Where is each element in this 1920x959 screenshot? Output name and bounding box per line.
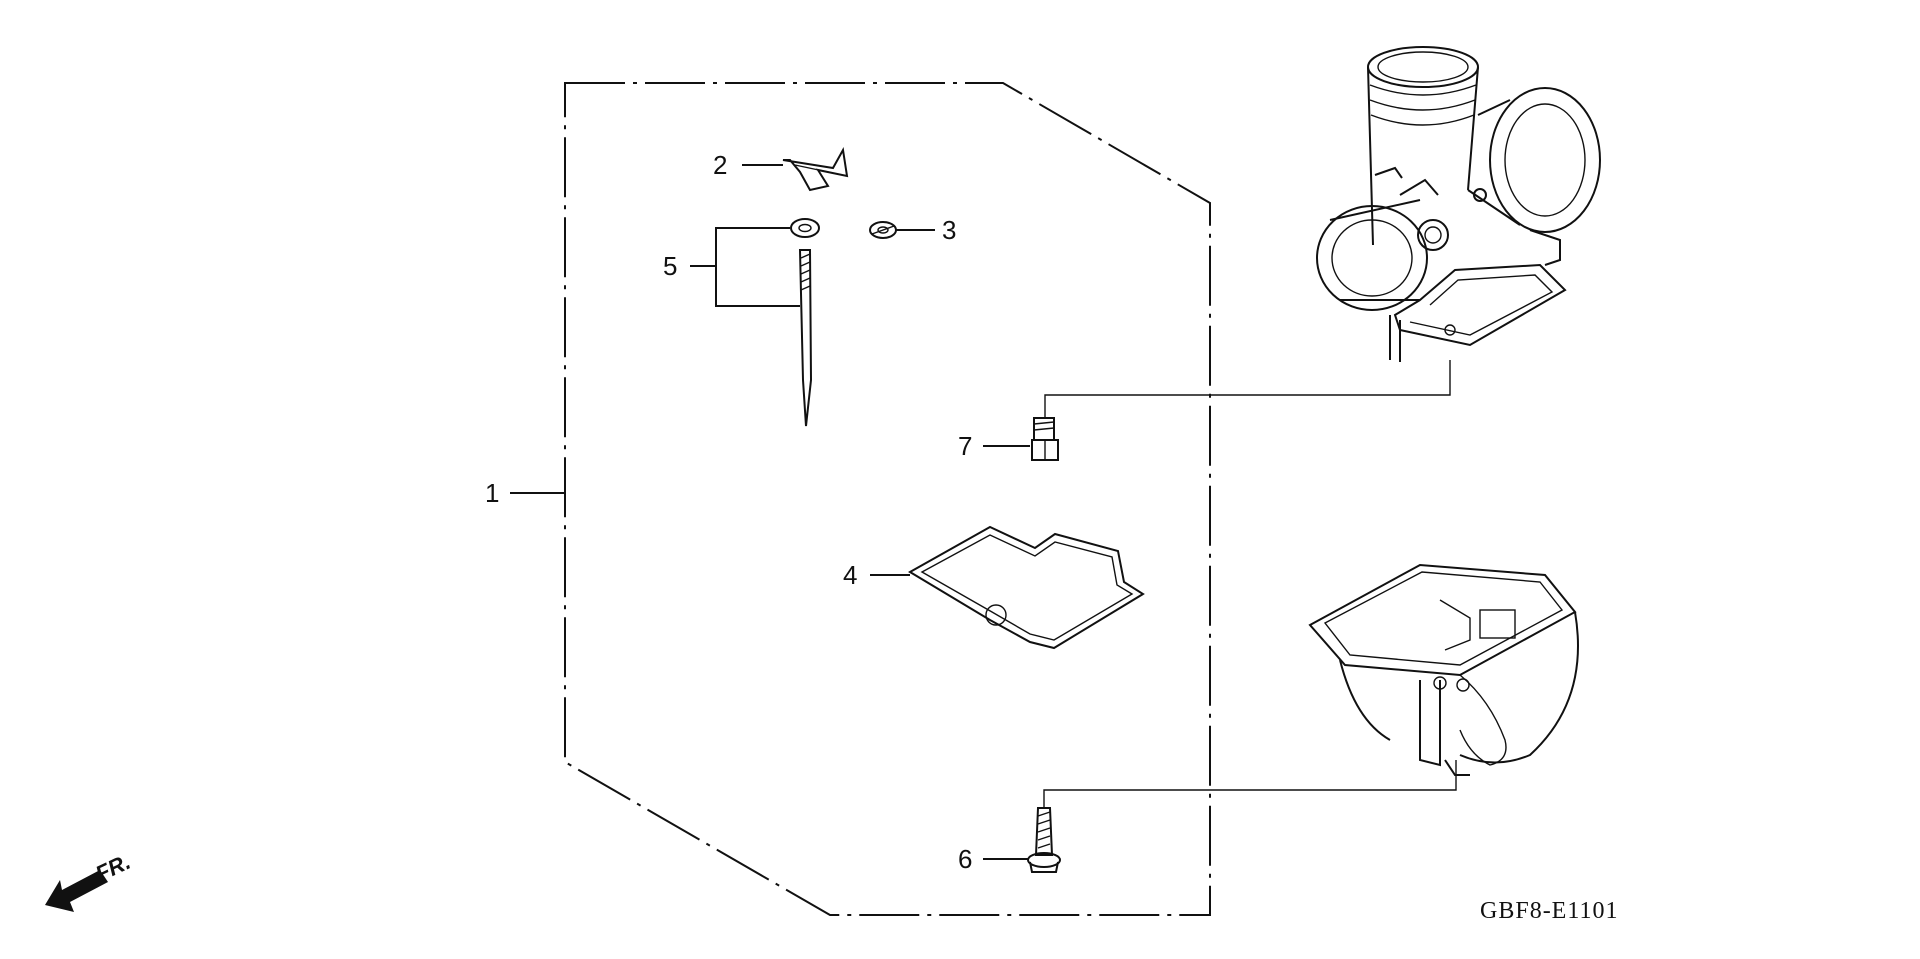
callout-4[interactable]: 4: [843, 560, 910, 590]
float-bowl: [1308, 563, 1579, 776]
carburetor-body: [1316, 46, 1601, 362]
part-7-drain-screw[interactable]: [1031, 417, 1059, 461]
svg-text:7: 7: [958, 431, 972, 461]
front-arrow-icon: [45, 870, 108, 912]
front-direction-indicator: FR.: [45, 849, 134, 912]
callout-6[interactable]: 6: [958, 844, 1028, 874]
part-6-screw[interactable]: [1027, 807, 1061, 873]
part-3-washer[interactable]: [869, 221, 897, 239]
svg-text:6: 6: [958, 844, 972, 874]
svg-text:4: 4: [843, 560, 857, 590]
callout-7[interactable]: 7: [958, 431, 1030, 461]
kit-boundary: [564, 82, 1211, 916]
part-2-clip[interactable]: [782, 146, 849, 192]
leader-7-to-carburetor: [1044, 360, 1451, 418]
callout-2[interactable]: 2: [713, 150, 783, 180]
svg-text:2: 2: [713, 150, 727, 180]
callout-1[interactable]: 1: [485, 478, 565, 508]
callout-5[interactable]: 5: [663, 227, 800, 307]
leader-6-to-float-bowl: [1043, 760, 1457, 808]
part-5-jet-needle[interactable]: [790, 218, 820, 427]
svg-text:3: 3: [942, 215, 956, 245]
callout-3[interactable]: 3: [896, 215, 956, 245]
svg-text:1: 1: [485, 478, 499, 508]
part-4-gasket[interactable]: [908, 525, 1145, 650]
svg-text:5: 5: [663, 251, 677, 281]
diagram-code: GBF8-E1101: [1480, 898, 1618, 924]
